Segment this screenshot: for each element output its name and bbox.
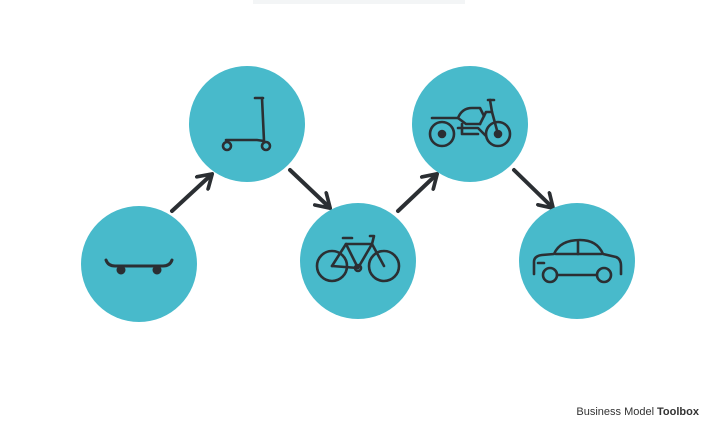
- top-edge-strip: [253, 0, 465, 4]
- motorcycle-icon: [428, 98, 512, 148]
- car-circle: [519, 203, 635, 319]
- kick-scooter-icon: [221, 96, 272, 152]
- skateboard-icon: [104, 258, 174, 275]
- brand-light-text: Business Model: [576, 406, 655, 418]
- step-kick-scooter: [189, 66, 305, 182]
- arrow-scooter-to-bicycle: [288, 168, 329, 207]
- brand-bold-text: Toolbox: [657, 406, 699, 418]
- arrow-skateboard-to-scooter: [170, 175, 211, 213]
- arrow-bicycle-to-motorcycle: [396, 175, 436, 213]
- skateboard-circle: [81, 206, 197, 322]
- bicycle-circle: [300, 203, 416, 319]
- step-bicycle: [300, 203, 416, 319]
- step-motorcycle: [412, 66, 528, 182]
- arrow-motorcycle-to-car: [512, 168, 552, 207]
- bicycle-icon: [315, 234, 401, 283]
- kick-scooter-circle: [189, 66, 305, 182]
- step-skateboard: [81, 206, 197, 322]
- car-icon: [532, 238, 623, 284]
- step-car: [519, 203, 635, 319]
